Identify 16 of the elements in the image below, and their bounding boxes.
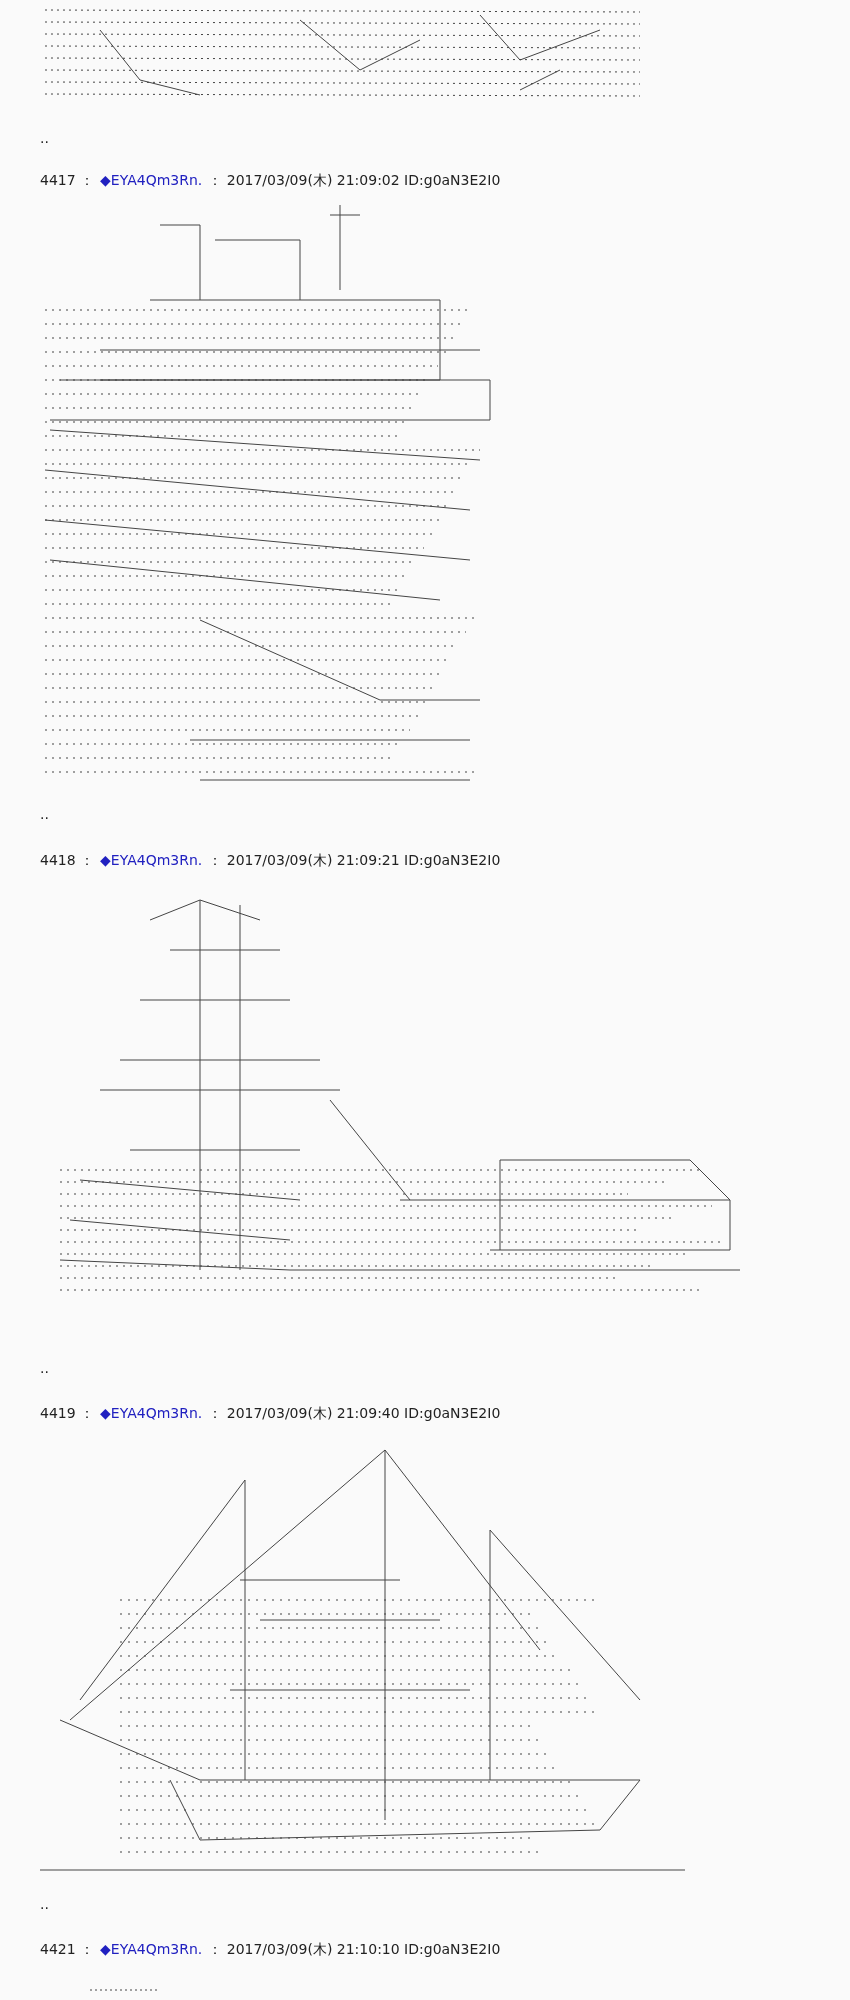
post-date: ： 2017/03/09(木) 21:10:10 ID:g0aN3E2I0	[208, 1941, 501, 1959]
post-date: ： 2017/03/09(木) 21:09:40 ID:g0aN3E2I0	[208, 1405, 501, 1423]
post-number: 4418 ：	[40, 852, 95, 870]
post-number: 4421 ：	[40, 1941, 95, 1959]
post-date: ： 2017/03/09(木) 21:09:02 ID:g0aN3E2I0	[208, 172, 501, 190]
post-number: 4417 ：	[40, 172, 95, 190]
ellipsis-mark: ..	[40, 806, 49, 822]
poster-name: ◆EYA4Qm3Rn.	[100, 172, 203, 190]
ellipsis-mark: ..	[40, 1896, 49, 1912]
post-number: 4419 ：	[40, 1405, 95, 1423]
ellipsis-mark: ..	[40, 130, 49, 146]
post-date: ： 2017/03/09(木) 21:09:21 ID:g0aN3E2I0	[208, 852, 501, 870]
poster-name: ◆EYA4Qm3Rn.	[100, 852, 203, 870]
poster-name: ◆EYA4Qm3Rn.	[100, 1941, 203, 1959]
poster-name: ◆EYA4Qm3Rn.	[100, 1405, 203, 1423]
ellipsis-mark: ..	[40, 1360, 49, 1376]
